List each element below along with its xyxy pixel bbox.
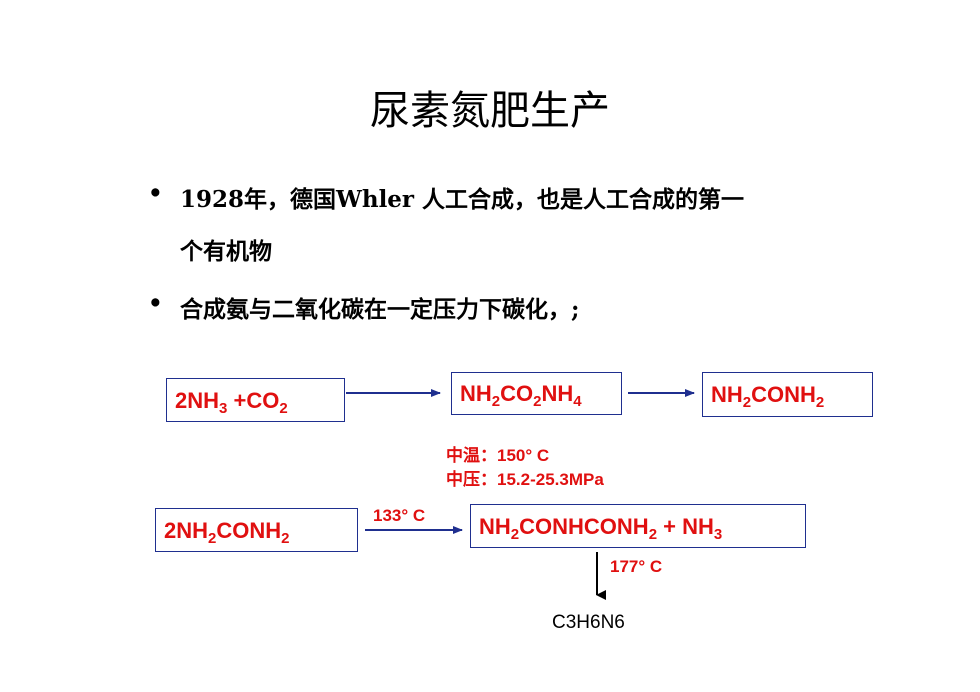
condition-177: 177° C (610, 557, 663, 576)
formula-part: + NH (657, 514, 714, 539)
condition-133: 133° C (373, 506, 426, 525)
formula-part: NH (541, 381, 574, 406)
formula-part: CO (500, 381, 534, 406)
page-title: 尿素氮肥生产 (370, 88, 610, 134)
formula-subscript: 3 (713, 526, 723, 543)
formula-subscript: 2 (279, 400, 288, 417)
melamine-formula: C3H6N6 (552, 612, 625, 633)
reactant-box-1: 2NH3 +CO2 (166, 378, 345, 422)
formula-subscript: 2 (208, 530, 217, 547)
formula-part: CONH (216, 518, 282, 543)
bullet-text-line2: 个有机物 (180, 238, 272, 265)
bullet-text-line1: 合成氨与二氧化碳在一定压力下碳化，; (180, 296, 580, 323)
urea-box: NH2CONH2 (702, 372, 873, 417)
formula-part: CONHCONH (519, 514, 649, 539)
condition-temperature: 中温：150° C (446, 446, 550, 465)
formula-part: NH (460, 381, 492, 406)
formula-subscript: 3 (219, 400, 228, 417)
formula-part: 2NH (164, 518, 209, 543)
bullet-dot: • (148, 180, 163, 207)
formula-part: 2NH (175, 388, 220, 413)
formula-subscript: 2 (815, 394, 825, 411)
formula-part: +CO (227, 388, 280, 413)
formula-subscript: 2 (533, 393, 542, 410)
formula-subscript: 2 (281, 530, 290, 547)
formula-part: NH (479, 514, 511, 539)
formula-subscript: 2 (510, 526, 520, 543)
formula-subscript: 2 (648, 526, 658, 543)
condition-pressure: 中压：15.2-25.3MPa (446, 470, 604, 489)
formula-subscript: 2 (491, 393, 501, 410)
formula-part: NH (711, 382, 743, 407)
formula-part: CONH (751, 382, 816, 407)
bullet-text-line1: 1928年，德国Whler 人工合成，也是人工合成的第一 (180, 186, 745, 213)
formula-subscript: 2 (742, 394, 752, 411)
reactant-box-2: 2NH2CONH2 (155, 508, 358, 552)
formula-subscript: 4 (573, 393, 582, 410)
bullet-dot: • (148, 290, 163, 317)
intermediate-box: NH2CO2NH4 (451, 372, 622, 415)
biuret-box: NH2CONHCONH2 + NH3 (470, 504, 806, 548)
